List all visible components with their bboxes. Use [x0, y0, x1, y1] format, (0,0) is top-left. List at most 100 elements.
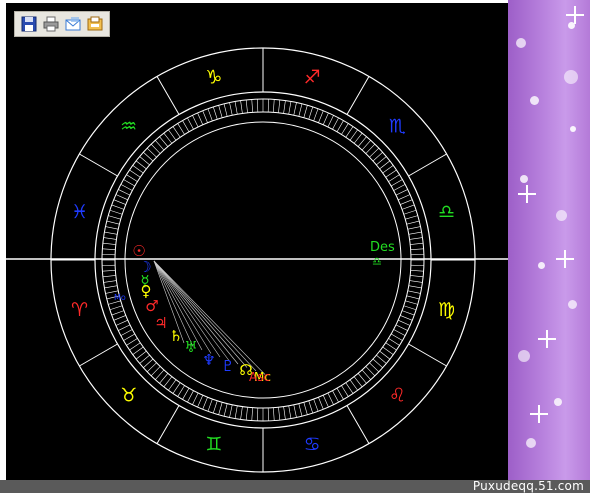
planet-glyphs: ☉☽☿♀♂♃♄♅♆♇☊ [132, 242, 252, 379]
degree-tick [332, 117, 339, 130]
degree-tick [146, 147, 157, 158]
degree-tick [385, 169, 397, 178]
aspect-line [153, 260, 185, 344]
aspect-line [153, 260, 203, 351]
email-button[interactable] [63, 15, 82, 34]
degree-tick [104, 285, 118, 289]
degree-tick [251, 407, 253, 421]
planet-glyph: ♀ [141, 282, 152, 300]
degree-tick [365, 366, 376, 377]
degree-ticks [102, 99, 424, 421]
degree-tick [103, 237, 117, 240]
degree-tick [308, 106, 314, 120]
natal-chart-panel: ♑♐♏♎♍♌♋♊♉♈♓♒ ☉☽☿♀♂♃♄♅♆♇☊ Des ♎ Mc Asc Mo [6, 3, 508, 480]
degree-tick [108, 300, 121, 305]
degree-tick [357, 373, 367, 384]
degree-tick [135, 160, 147, 170]
degree-tick [293, 102, 297, 116]
aspect-line [153, 260, 257, 372]
degree-tick [322, 112, 329, 125]
degree-tick [150, 366, 161, 377]
sign-divider [156, 76, 180, 115]
degree-tick [155, 140, 165, 151]
degree-tick [109, 305, 123, 311]
degree-tick [327, 392, 334, 405]
degree-tick [104, 231, 118, 235]
degree-tick [410, 270, 424, 272]
decorative-background [508, 0, 590, 493]
degree-tick [223, 403, 228, 417]
degree-tick [372, 358, 383, 368]
degree-tick [401, 310, 415, 316]
chart-toolbar [14, 11, 110, 37]
degree-tick [118, 189, 131, 196]
degree-tick [113, 199, 126, 205]
degree-tick [251, 99, 253, 113]
aspect-line [153, 260, 212, 354]
degree-tick [298, 103, 303, 117]
degree-tick [361, 140, 371, 151]
asc-label: Asc [249, 370, 270, 384]
degree-tick [106, 220, 120, 225]
degree-tick [105, 226, 119, 230]
degree-tick [395, 189, 408, 196]
degree-tick [102, 275, 116, 278]
degree-tick [400, 199, 413, 205]
degree-tick [172, 382, 181, 394]
degree-tick [168, 379, 177, 391]
degree-tick [102, 270, 116, 272]
degree-tick [379, 350, 391, 360]
degree-tick [349, 379, 358, 391]
degree-tick [113, 315, 126, 321]
degree-tick [353, 132, 363, 144]
degree-tick [288, 101, 292, 115]
degree-tick [313, 108, 319, 122]
zodiac-sign-glyph: ♏ [389, 116, 406, 138]
degree-tick [385, 342, 397, 351]
degree-tick [349, 129, 358, 141]
degree-tick [207, 398, 213, 412]
degree-tick [102, 248, 116, 250]
degree-tick [283, 406, 286, 420]
degree-tick [357, 136, 367, 147]
aspect-line [153, 260, 221, 358]
sign-divider [79, 343, 118, 367]
degree-tick [409, 280, 423, 283]
degree-tick [187, 117, 194, 130]
sign-divider [79, 153, 118, 177]
degree-tick [398, 194, 411, 201]
mc-label: Mc [254, 370, 271, 384]
degree-tick [223, 103, 228, 117]
degree-tick [139, 354, 150, 364]
degree-tick [109, 209, 123, 215]
degree-tick [273, 407, 275, 421]
degree-tick [382, 165, 394, 174]
degree-tick [177, 123, 185, 135]
degree-tick [406, 295, 420, 300]
degree-tick [111, 310, 125, 316]
export-icon [87, 16, 102, 31]
degree-tick [372, 152, 383, 162]
export-button[interactable] [85, 15, 104, 34]
degree-tick [207, 108, 213, 122]
aspect-lines [153, 260, 266, 375]
degree-tick [182, 388, 190, 400]
degree-tick [172, 126, 181, 138]
degree-tick [365, 143, 376, 154]
sign-divider [408, 343, 447, 367]
degree-tick [218, 105, 223, 118]
planet-glyph: ☽ [138, 258, 151, 276]
degree-tick [132, 165, 144, 174]
degree-tick [391, 333, 403, 341]
save-button[interactable] [19, 15, 38, 34]
degree-tick [115, 319, 128, 326]
degree-tick [229, 404, 233, 418]
inner-circle [124, 121, 402, 399]
print-button[interactable] [41, 15, 60, 34]
sign-divider [346, 405, 370, 444]
planet-glyph: ♃ [154, 314, 167, 332]
degree-tick [393, 184, 406, 191]
degree-tick [341, 385, 349, 397]
degree-tick [139, 156, 150, 166]
